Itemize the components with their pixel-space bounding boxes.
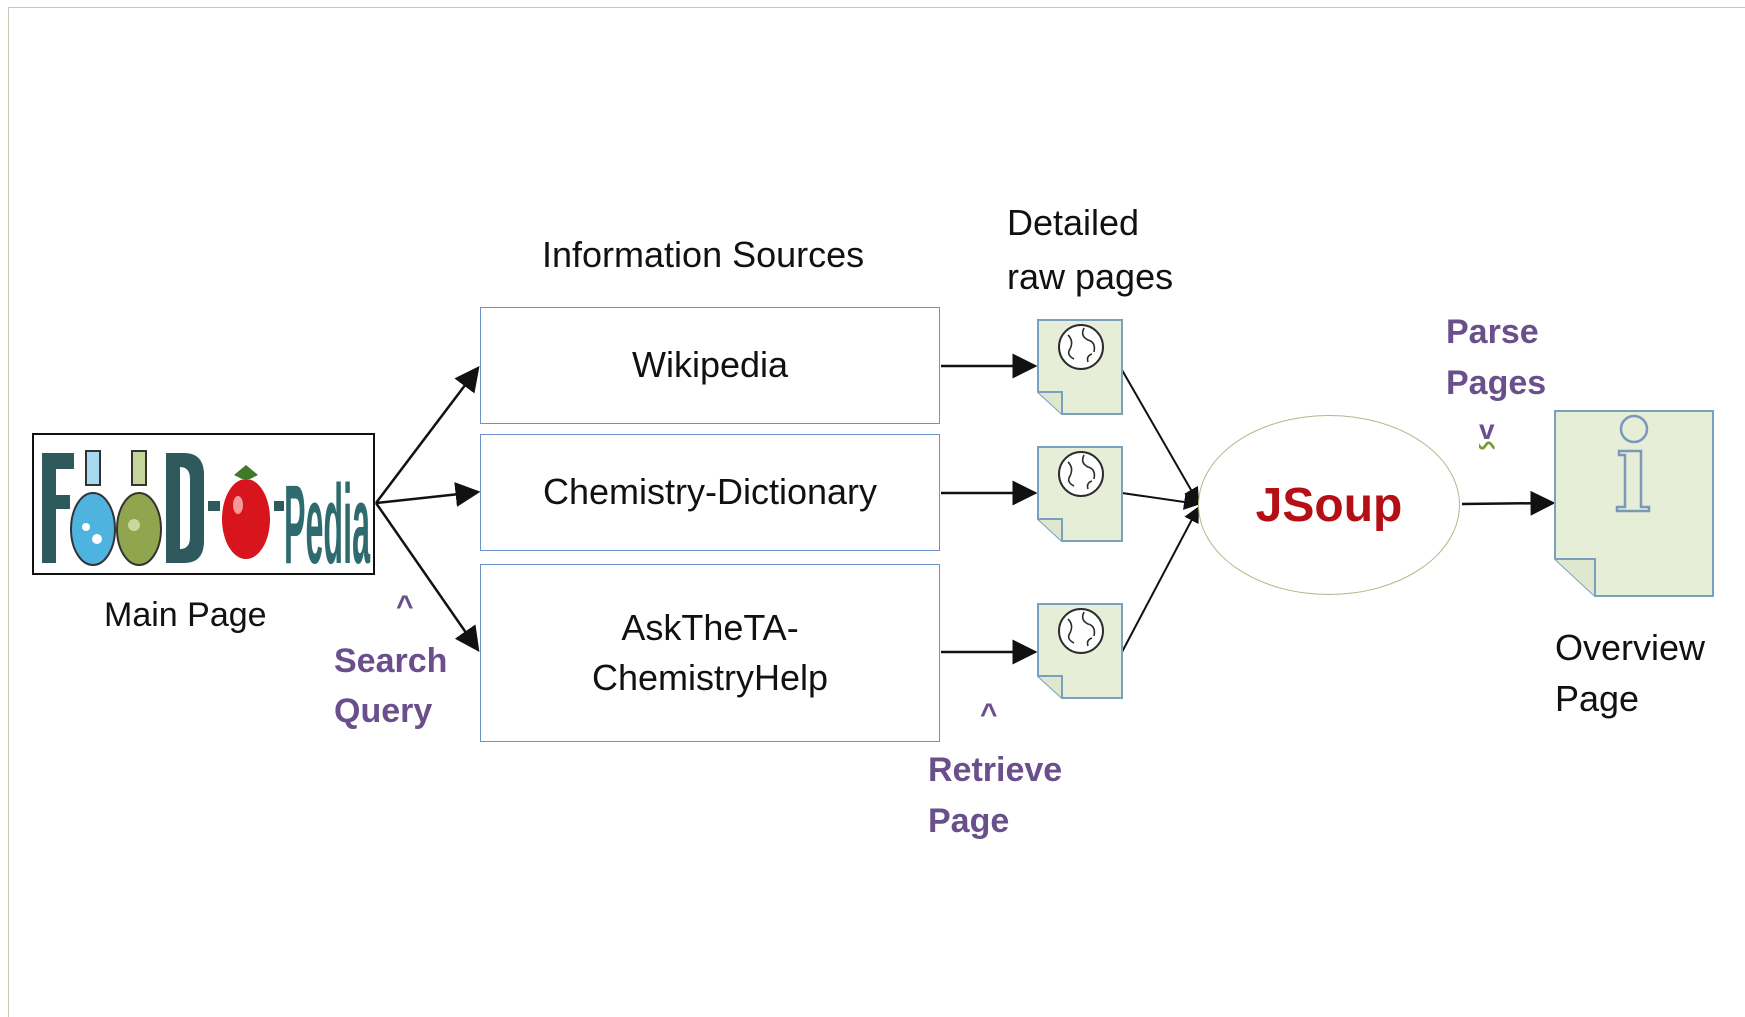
overview-page-label-line2: Page: [1555, 678, 1640, 719]
raw-page-icon: [1037, 603, 1123, 699]
retrieve-page-note-line1: Retrieve: [928, 751, 1063, 789]
detailed-raw-pages-line2: raw pages: [1007, 256, 1174, 297]
jsoup-processor[interactable]: JSoup: [1198, 415, 1460, 595]
source-box-asktheta[interactable]: AskTheTA- ChemistryHelp: [480, 564, 940, 742]
tomato-icon: [222, 465, 270, 559]
source-box-chemistry-dictionary[interactable]: Chemistry-Dictionary: [480, 434, 940, 551]
source-label-wikipedia: Wikipedia: [631, 344, 789, 386]
logo-art: Pedia: [42, 450, 370, 573]
retrieve-page-note-line2: Page: [928, 802, 1010, 840]
logo-pedia-text: Pedia: [284, 462, 370, 573]
arrow-main-to-askta: [374, 502, 480, 653]
arrow-page3-to-jsoup: [1121, 506, 1199, 653]
info-document-icon: [1554, 410, 1714, 597]
source-label-chemistry-dictionary: Chemistry-Dictionary: [542, 471, 878, 513]
arrow-page1-to-jsoup: [1121, 369, 1199, 504]
jsoup-label: JSoup: [1255, 478, 1403, 532]
source-label-asktheta-line1: AskTheTA-: [621, 606, 799, 648]
search-caret: ^: [396, 590, 414, 623]
detailed-raw-pages-line1: Detailed: [1007, 202, 1140, 243]
search-query-note-line2: Query: [334, 692, 433, 730]
raw-page-icon: [1037, 446, 1123, 542]
arrow-main-to-wikipedia: [375, 366, 480, 504]
parse-pages-note-line2: Pages: [1446, 364, 1547, 402]
information-sources-heading: Information Sources: [542, 234, 865, 275]
arrow-main-to-chemdict: [375, 481, 481, 507]
parse-pages-note-line1: Parse: [1446, 313, 1539, 351]
main-page-label: Main Page: [104, 596, 267, 634]
source-label-asktheta-line2: ChemistryHelp: [591, 657, 829, 698]
overview-page-label-line1: Overview: [1555, 627, 1706, 668]
blue-flask-icon: [70, 450, 116, 566]
retrieve-caret: ^: [980, 698, 998, 731]
parse-caret: v: [1479, 414, 1495, 445]
food-o-pedia-logo[interactable]: Pedia: [32, 433, 375, 575]
arrow-jsoup-to-overview: [1461, 490, 1556, 516]
canvas-frame: [8, 7, 1745, 1017]
search-query-note-line1: Search: [334, 642, 448, 680]
source-box-wikipedia[interactable]: Wikipedia: [480, 307, 940, 424]
raw-page-icon: [1037, 319, 1123, 415]
green-flask-icon: [116, 450, 162, 566]
arrow-page2-to-jsoup: [1121, 492, 1200, 510]
